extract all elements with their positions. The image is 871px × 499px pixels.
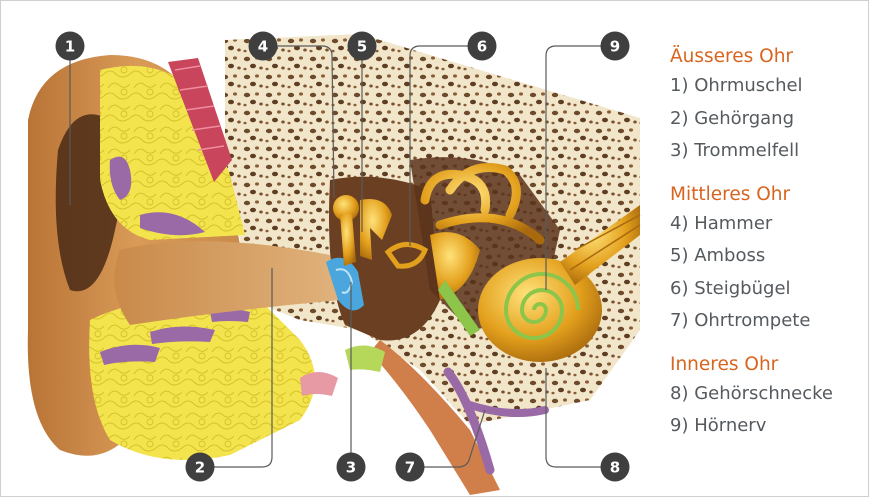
marker-3-label: 3 <box>346 459 356 477</box>
legend-item-6: 6) Steigbügel <box>670 273 870 306</box>
marker-6-label: 6 <box>477 38 487 56</box>
legend-heading-outer-ear: Äusseres Ohr <box>670 44 870 70</box>
marker-3: 3 <box>337 453 366 482</box>
legend-item-3: 3) Trommelfell <box>670 135 870 168</box>
marker-9-label: 9 <box>610 38 620 56</box>
legend-item-5: 5) Amboss <box>670 240 870 273</box>
marker-4: 4 <box>249 32 278 61</box>
legend: Äusseres Ohr 1) Ohrmuschel 2) Gehörgang … <box>670 44 870 443</box>
marker-7: 7 <box>396 453 425 482</box>
marker-1-label: 1 <box>65 38 75 56</box>
marker-9: 9 <box>601 32 630 61</box>
marker-8: 8 <box>601 453 630 482</box>
marker-1: 1 <box>56 32 85 61</box>
marker-2-label: 2 <box>195 459 205 477</box>
legend-item-2: 2) Gehörgang <box>670 103 870 136</box>
lower-fat-tissue <box>89 298 315 461</box>
legend-item-8: 8) Gehörschnecke <box>670 378 870 411</box>
marker-2: 2 <box>186 453 215 482</box>
legend-item-1: 1) Ohrmuschel <box>670 70 870 103</box>
marker-5: 5 <box>348 32 377 61</box>
legend-heading-middle-ear: Mittleres Ohr <box>670 182 870 208</box>
marker-8-label: 8 <box>610 459 620 477</box>
legend-item-4: 4) Hammer <box>670 208 870 241</box>
legend-item-9: 9) Hörnerv <box>670 410 870 443</box>
marker-5-label: 5 <box>357 38 367 56</box>
marker-4-label: 4 <box>258 38 268 56</box>
marker-7-label: 7 <box>405 459 415 477</box>
legend-heading-inner-ear: Inneres Ohr <box>670 352 870 378</box>
marker-6: 6 <box>468 32 497 61</box>
legend-item-7: 7) Ohrtrompete <box>670 305 870 338</box>
